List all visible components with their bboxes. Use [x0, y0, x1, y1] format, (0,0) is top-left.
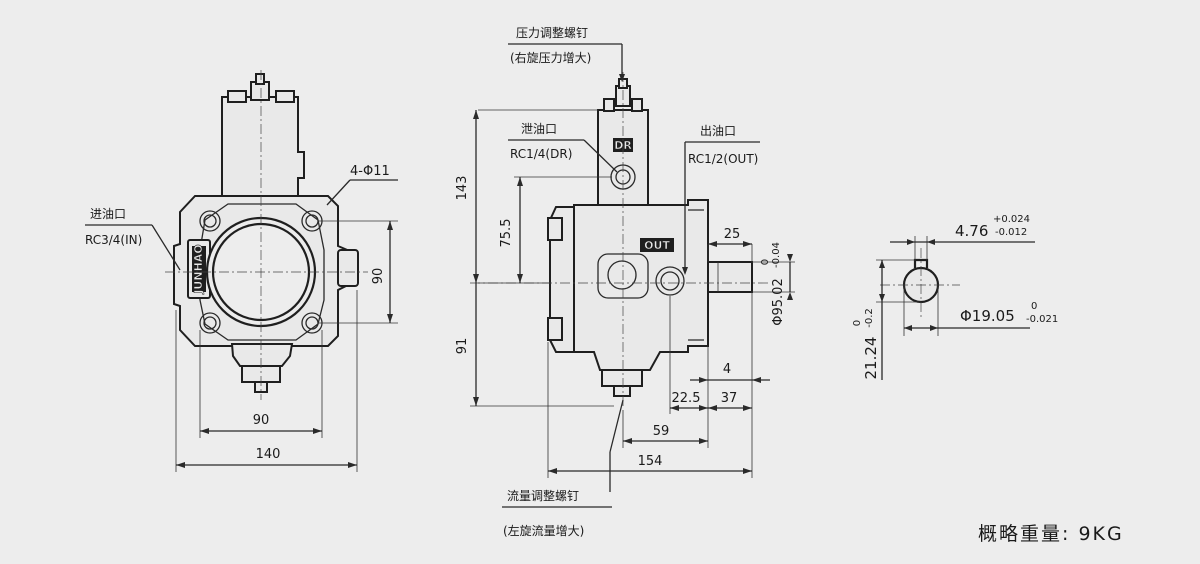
dim-90-v: 90 — [371, 268, 386, 285]
side-shaft — [707, 261, 753, 293]
inlet-leader — [151, 224, 181, 271]
pressure-screw-note: (右旋压力增大) — [510, 50, 591, 65]
side-flange-nut-bottom — [547, 317, 563, 341]
shaft-section: 4.76 +0.024 -0.012 Φ19.05 0 -0.021 21.24… — [852, 214, 1058, 380]
drain-thread: RC1/4(DR) — [510, 147, 572, 161]
weight-label: 概略重量: 9KG — [978, 523, 1124, 545]
outlet-label: 出油口 — [700, 124, 736, 138]
inlet-label: 进油口 — [90, 207, 126, 221]
key-height: 21.24 — [862, 337, 880, 380]
side-port-left — [607, 260, 637, 290]
side-top-boss-b — [631, 98, 643, 112]
side-top-boss-a — [603, 98, 615, 112]
front-top-boss-left — [227, 90, 247, 103]
key-height-tol-upper: 0 — [852, 320, 863, 326]
pressure-screw-label: 压力调整螺钉 — [516, 25, 588, 40]
side-flange-steps — [688, 209, 704, 341]
front-top-housing — [221, 96, 305, 206]
inlet-thread: RC3/4(IN) — [85, 233, 142, 247]
shaft-key — [913, 258, 929, 268]
drain-leader — [583, 139, 618, 173]
out-mark: OUT — [644, 239, 670, 252]
dim-75-5: 75.5 — [499, 219, 514, 248]
key-height-tol-lower: -0.2 — [864, 308, 875, 328]
dim-4: 4 — [723, 362, 731, 377]
flow-screw-label: 流量调整螺钉 — [507, 488, 579, 503]
shaft-dia-tol-upper: 0 — [1031, 301, 1037, 312]
side-main-body — [573, 199, 709, 371]
brand-plate-text: JUNHAO — [192, 244, 205, 294]
bolt-leader — [326, 179, 351, 206]
side-bottom-nut — [601, 369, 643, 387]
dim-90-h: 90 — [253, 413, 270, 428]
key-width-tol-upper: +0.024 — [993, 214, 1030, 225]
key-width-tol-lower: -0.012 — [995, 227, 1027, 238]
dim-154: 154 — [638, 454, 663, 469]
front-top-screw-tip — [255, 73, 265, 85]
dim-shaft-dia: Φ95.02 — [771, 278, 786, 325]
key-width: 4.76 — [955, 222, 988, 240]
side-flange-nut-top — [547, 217, 563, 241]
outlet-port-outer — [655, 266, 685, 296]
shaft-dia-tol-lower: -0.021 — [1026, 314, 1058, 325]
bolt-hole-label: 4-Φ11 — [350, 164, 390, 179]
outlet-port-inner — [660, 271, 680, 291]
out-mark-plate — [640, 238, 674, 252]
dim-shaft-tol-upper: 0 — [760, 259, 771, 265]
dim-91: 91 — [455, 338, 470, 355]
dim-25: 25 — [724, 227, 741, 242]
brand-plate — [192, 246, 206, 292]
dim-140: 140 — [256, 447, 281, 462]
flow-screw-note: (左旋流量增大) — [503, 523, 584, 538]
dim-143: 143 — [455, 176, 470, 201]
dim-22-5: 22.5 — [672, 391, 701, 406]
outlet-thread: RC1/2(OUT) — [688, 152, 758, 166]
shaft-dia: Φ19.05 — [960, 307, 1015, 325]
side-view: DR OUT 压力调整螺钉 (右旋压力增大) 泄油口 — [455, 25, 795, 538]
dim-shaft-tol-lower: -0.04 — [771, 242, 782, 268]
front-bottom-boss — [230, 343, 294, 367]
dim-37: 37 — [721, 391, 738, 406]
flow-leader — [609, 399, 624, 453]
front-side-boss — [337, 249, 359, 287]
drain-label: 泄油口 — [521, 122, 557, 136]
front-top-boss-right — [275, 90, 295, 103]
dim-59: 59 — [653, 424, 670, 439]
side-bottom-screw — [613, 385, 631, 397]
front-view: JUNHAO 4-Φ11 进油口 RC3/4(IN) 9 — [85, 70, 398, 472]
